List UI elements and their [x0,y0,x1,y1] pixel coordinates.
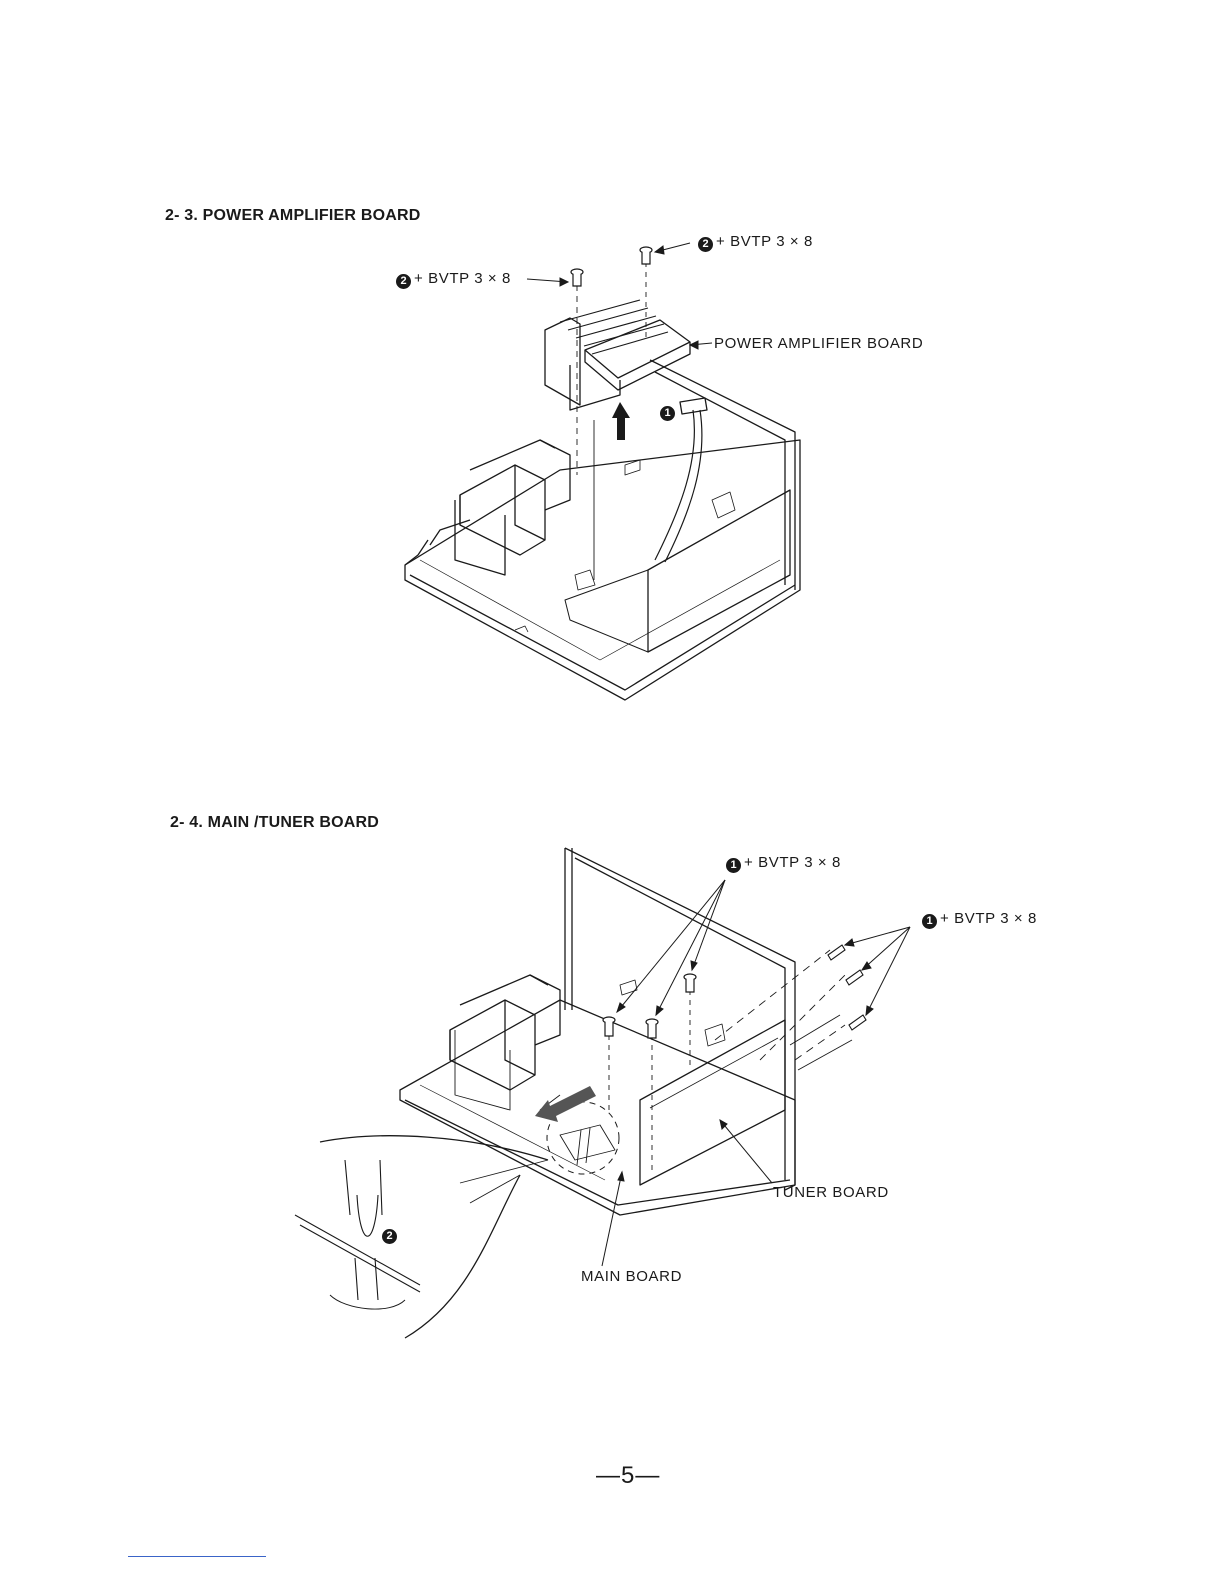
callout-screws-side: 1+ BVTP 3 × 8 [922,910,1037,929]
detail-step-badge: 2 [382,1229,397,1244]
page-number: —5— [596,1462,660,1490]
callout-main-board: MAIN BOARD [581,1268,682,1285]
callout-screws-top: 1+ BVTP 3 × 8 [726,854,841,873]
step-number-badge: 1 [726,858,741,873]
screw-icon [603,974,696,1038]
screw-icon [828,945,866,1030]
step-number-badge: 1 [922,914,937,929]
footer-rule [128,1556,266,1557]
slide-arrow-icon [535,1086,596,1122]
callout-tuner-board: TUNER BOARD [773,1184,889,1201]
